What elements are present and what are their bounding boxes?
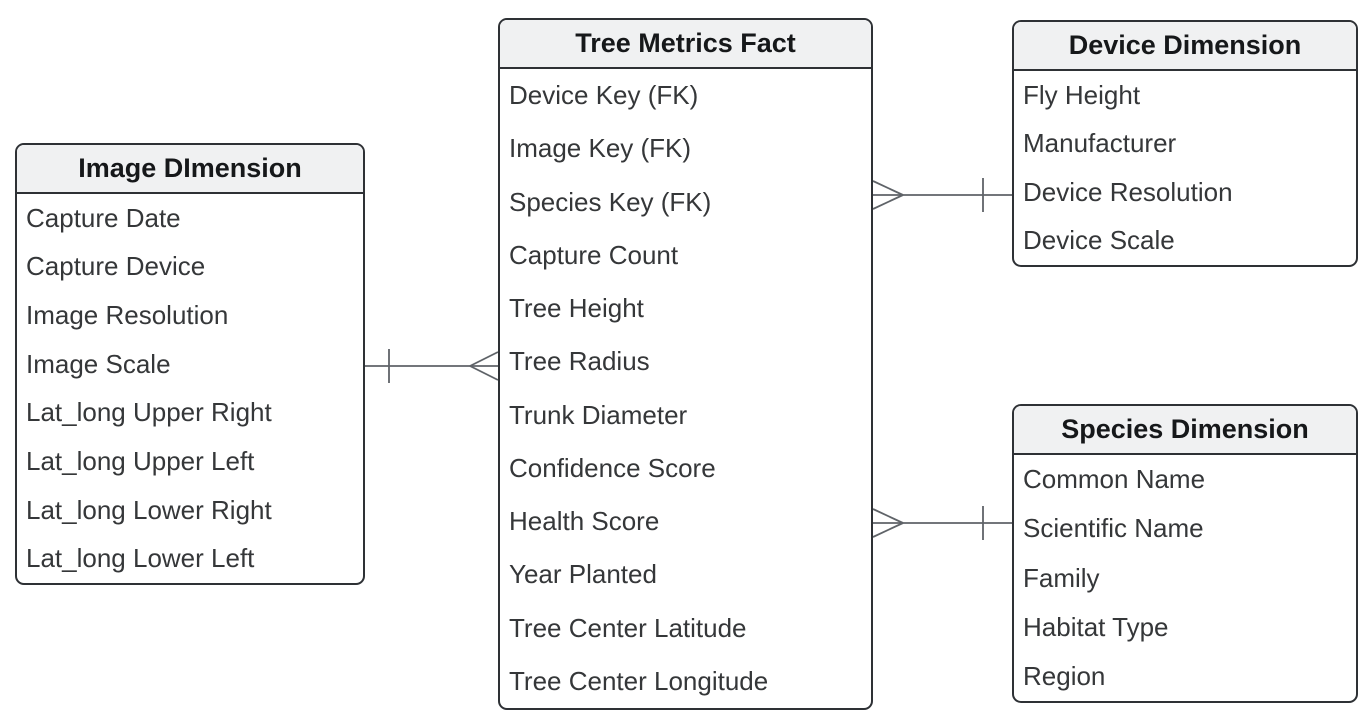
entity-field: Trunk Diameter (509, 399, 688, 430)
entity-field: Device Key (FK) (509, 80, 699, 111)
entity-field: Common Name (1023, 464, 1206, 495)
entity-field: Family (1023, 562, 1100, 593)
entity-field: Health Score (509, 506, 660, 537)
entity-title-tree-metrics-fact: Tree Metrics Fact (500, 20, 871, 69)
entity-field: Fly Height (1023, 79, 1141, 110)
entity-field: Scientific Name (1023, 513, 1204, 544)
entity-field: Image Scale (26, 348, 171, 379)
entity-field: Image Key (FK) (509, 133, 692, 164)
entity-field: Capture Count (509, 239, 679, 270)
entity-field: Lat_long Lower Right (26, 494, 272, 525)
entity-title-device-dimension: Device Dimension (1014, 22, 1356, 71)
entity-field: Device Resolution (1023, 176, 1233, 207)
entity-field: Capture Device (26, 251, 206, 282)
entity-field: Region (1023, 660, 1106, 691)
relationship-fact-to-device (872, 178, 1012, 212)
entity-field: Confidence Score (509, 452, 716, 483)
entity-field: Tree Center Latitude (509, 612, 747, 643)
entity-field: Tree Center Longitude (509, 665, 769, 696)
entity-field: Habitat Type (1023, 611, 1169, 642)
entity-field: Image Resolution (26, 300, 229, 331)
entity-field: Species Key (FK) (509, 186, 712, 217)
entity-field: Lat_long Upper Right (26, 397, 272, 428)
entity-field: Tree Radius (509, 346, 650, 377)
entity-tree-metrics-fact: Tree Metrics Fact Device Key (FK) Image K… (498, 18, 873, 710)
relationship-fact-to-species (872, 506, 1012, 540)
entity-fields-tree-metrics-fact: Device Key (FK) Image Key (FK) Species Key… (500, 69, 871, 708)
entity-field: Tree Height (509, 293, 644, 324)
entity-field: Manufacturer (1023, 128, 1177, 159)
entity-field: Lat_long Upper Left (26, 445, 255, 476)
entity-field: Capture Date (26, 202, 181, 233)
entity-title-image-dimension: Image DImension (17, 145, 363, 194)
entity-field: Year Planted (509, 559, 657, 590)
entity-field: Device Scale (1023, 225, 1175, 256)
entity-title-species-dimension: Species Dimension (1014, 406, 1356, 455)
relationship-image-to-fact (365, 349, 499, 383)
entity-field: Lat_long Lower Left (26, 543, 255, 574)
